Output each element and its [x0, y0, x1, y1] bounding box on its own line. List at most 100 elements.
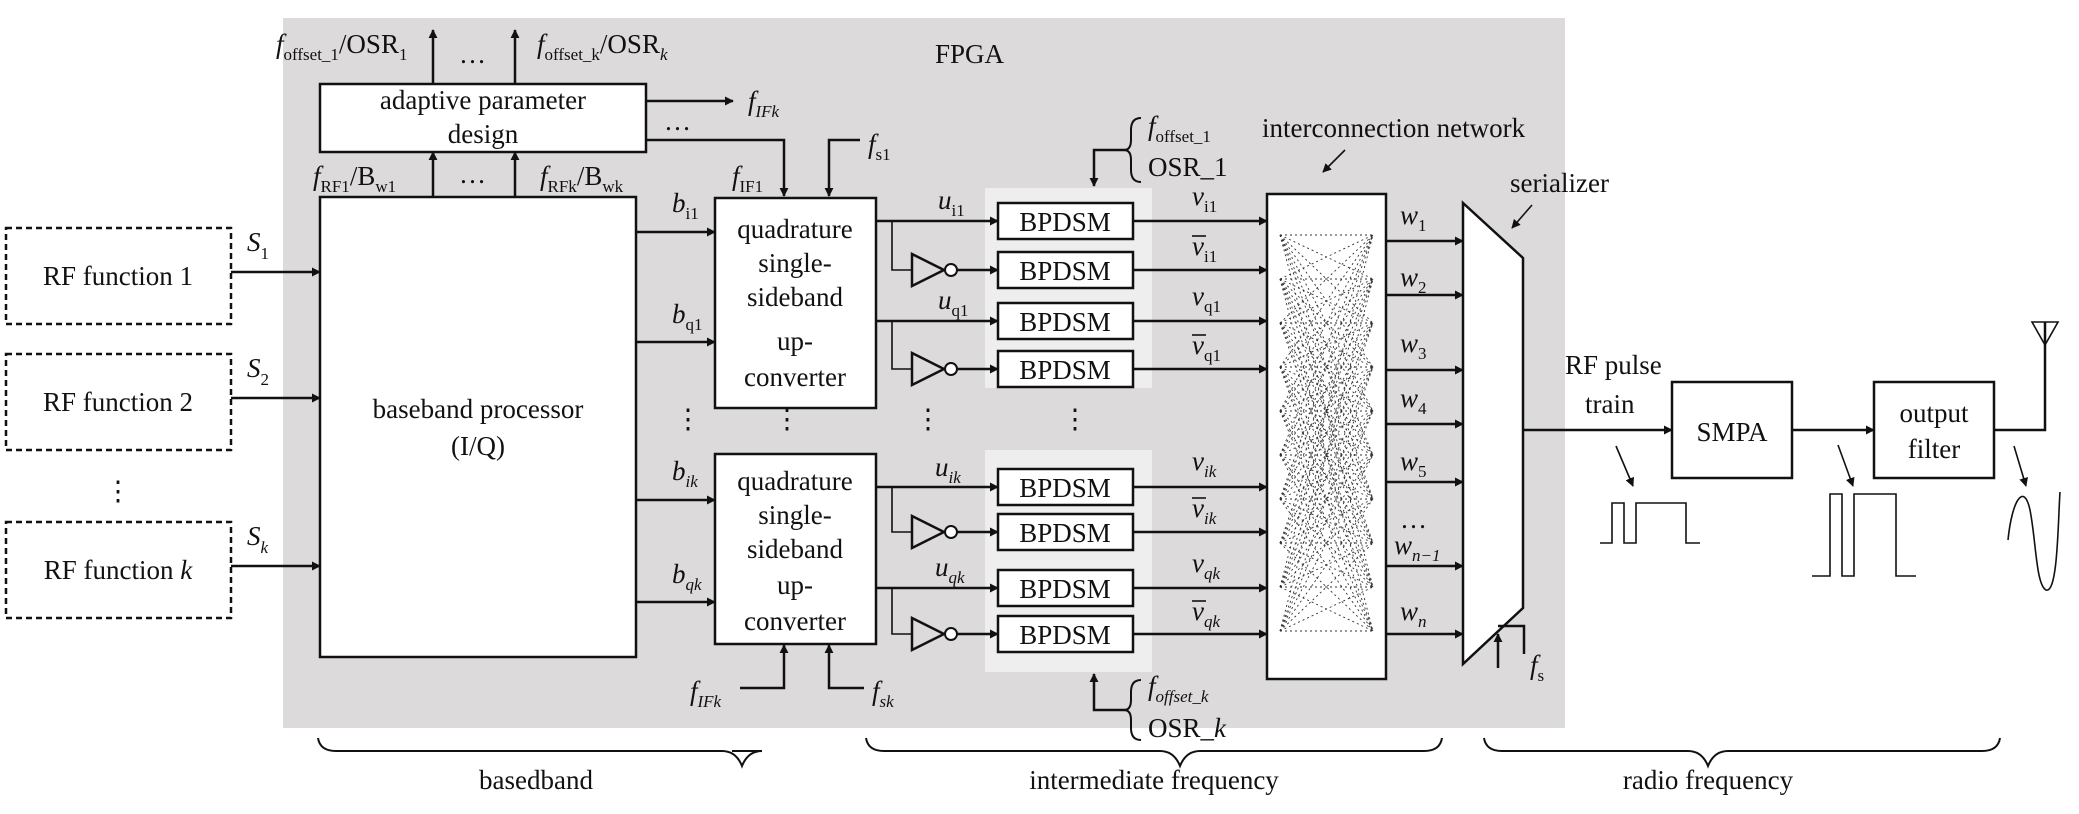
network-link	[1279, 498, 1374, 588]
v-q1-label: vq1	[1192, 281, 1221, 316]
rf-pulse-label-1: RF pulse	[1565, 350, 1662, 380]
network-link	[1279, 234, 1374, 588]
serializer-block	[1461, 200, 1525, 667]
svg-text:RF function 2: RF function 2	[43, 387, 193, 417]
network-link	[1279, 366, 1374, 456]
v-qk-label: vqk	[1192, 548, 1220, 583]
section-intermediate: intermediate frequency	[1029, 765, 1279, 795]
svg-text:sideband: sideband	[747, 282, 843, 312]
network-link	[1279, 322, 1374, 500]
bpdsm-block: BPDSM	[996, 301, 1135, 341]
network-link	[1279, 366, 1374, 544]
svg-text:baseband processor: baseband processor	[373, 394, 584, 424]
brace-intermediate	[865, 737, 1443, 769]
pulse-waveform-1	[1600, 502, 1700, 544]
svg-text:RF function 1: RF function 1	[43, 261, 193, 291]
f-rfk-bwk-label: fRFk/Bwk	[540, 161, 624, 196]
rf-pulse-label-2: train	[1585, 389, 1635, 419]
network-link	[1279, 366, 1374, 500]
u-ik-label: uik	[935, 452, 961, 487]
network-link	[1279, 542, 1374, 632]
b-ik-label: bik	[672, 456, 698, 491]
svg-text:single-: single-	[758, 500, 832, 530]
network-link	[1279, 278, 1374, 412]
network-link	[1279, 454, 1374, 632]
svg-text:quadrature: quadrature	[737, 466, 852, 496]
section-radio: radio frequency	[1623, 765, 1794, 795]
network-link	[1279, 234, 1374, 324]
network-link	[1279, 322, 1374, 456]
signal-s1: S1	[247, 227, 269, 263]
f-s1-label: fs1	[868, 129, 891, 164]
svg-text:filter: filter	[1908, 434, 1960, 464]
svg-text:RF function k: RF function k	[44, 555, 194, 585]
u-q1-label: uq1	[938, 285, 969, 320]
f-rf1-bw1-label: fRF1/Bw1	[313, 161, 396, 196]
v-i1-label: vi1	[1192, 181, 1217, 216]
svg-text:BPDSM: BPDSM	[1019, 355, 1111, 385]
u-qk-label: uqk	[935, 552, 965, 587]
rf-function-vdots: ⋮	[105, 476, 132, 506]
adaptive-dots: …	[664, 106, 691, 136]
osr-k-label: OSR_k	[1148, 713, 1227, 743]
f-offset1-osr1-label: foffset_1/OSR1	[276, 29, 407, 64]
svg-text:sideband: sideband	[747, 534, 843, 564]
network-link	[1279, 410, 1374, 500]
baseband-processor-block: baseband processor (I/Q)	[318, 195, 638, 659]
network-link	[1279, 542, 1374, 632]
interconnection-network-label: interconnection network	[1262, 113, 1526, 143]
network-link	[1279, 322, 1374, 588]
w-3-label: w3	[1400, 328, 1427, 363]
bpdsm-block: BPDSM	[996, 349, 1135, 389]
network-link	[1279, 234, 1374, 280]
w-dots: …	[1400, 504, 1427, 534]
bpdsm-block: BPDSM	[996, 250, 1135, 290]
network-link	[1279, 454, 1374, 544]
network-link	[1279, 498, 1374, 632]
rf-function-2: RF function 2	[4, 352, 233, 452]
svg-text:BPDSM: BPDSM	[1019, 574, 1111, 604]
svg-text:converter: converter	[744, 606, 846, 636]
network-link	[1279, 234, 1374, 368]
f-ifk-bottom-label: fIFk	[690, 676, 722, 711]
bpdsm-vdots: ⋮	[1062, 404, 1089, 434]
serializer-label: serializer	[1510, 168, 1609, 198]
svg-text:BPDSM: BPDSM	[1019, 207, 1111, 237]
f-ifk-top-label: fIFk	[748, 86, 780, 121]
antenna-icon	[2030, 321, 2060, 347]
b-q1-label: bq1	[672, 299, 703, 334]
network-link	[1279, 322, 1374, 412]
upconverter-1-block: quadrature single- sideband up- converte…	[713, 196, 878, 410]
svg-text:(I/Q): (I/Q)	[451, 431, 505, 461]
network-link	[1279, 234, 1374, 500]
network-link	[1279, 366, 1374, 632]
b-qk-label: bqk	[672, 559, 702, 594]
svg-text:BPDSM: BPDSM	[1019, 620, 1111, 650]
network-link	[1279, 278, 1374, 632]
network-link	[1279, 410, 1374, 588]
top-dots-mid: …	[459, 159, 486, 189]
f-sk-label: fsk	[872, 676, 894, 711]
w-n1-label: wn−1	[1394, 530, 1441, 565]
f-s-label: fs	[1530, 650, 1544, 685]
svg-text:BPDSM: BPDSM	[1019, 256, 1111, 286]
signal-sk: Sk	[247, 521, 269, 557]
rf-function-1: RF function 1	[4, 226, 233, 326]
w-2-label: w2	[1400, 262, 1427, 297]
interconnection-network-block	[1265, 192, 1388, 681]
svg-text:BPDSM: BPDSM	[1019, 307, 1111, 337]
sine-waveform	[2007, 491, 2061, 591]
bpdsm-block: BPDSM	[996, 512, 1135, 552]
svg-text:converter: converter	[744, 362, 846, 392]
v-i1-bar-label: vi1	[1192, 231, 1217, 266]
inverter-i1	[910, 251, 999, 289]
brace-radio	[1483, 737, 2001, 769]
smpa-block: SMPA	[1670, 380, 1794, 480]
svg-text:SMPA: SMPA	[1696, 417, 1768, 447]
w-4-label: w4	[1400, 383, 1427, 418]
svg-text:adaptive parameter: adaptive parameter	[380, 85, 586, 115]
u-vdots: ⋮	[915, 404, 942, 434]
inverter-q1	[910, 350, 999, 388]
top-dots-top: …	[459, 39, 486, 69]
